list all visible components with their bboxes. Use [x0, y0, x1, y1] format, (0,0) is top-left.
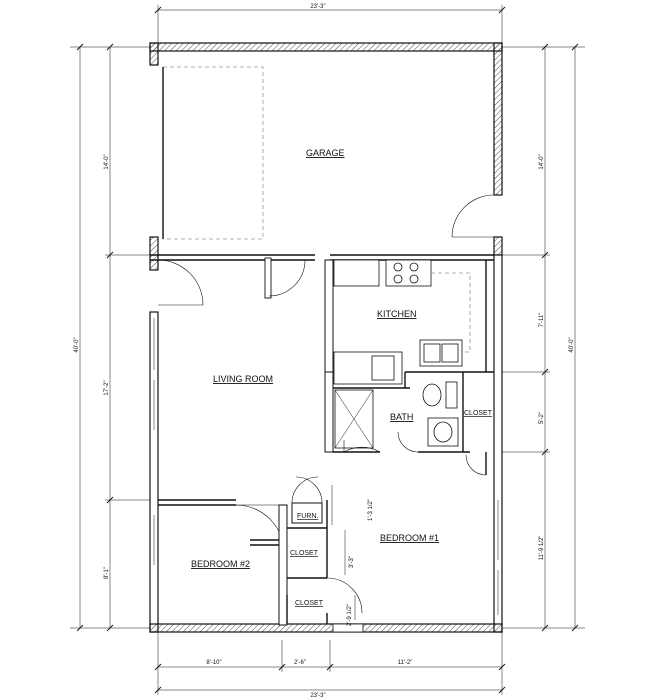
closet-bath-label: CLOSET — [464, 410, 493, 417]
closet-mid-label: CLOSET — [290, 550, 319, 557]
bath-area — [324, 371, 494, 476]
furnace-label: FURN. — [297, 513, 318, 520]
dim-bedroom1-right: 11'-9 1/2" — [539, 536, 545, 561]
kitchen-area — [324, 259, 487, 385]
dim-garage-right: 14'-0" — [539, 154, 545, 169]
garage-area — [150, 66, 495, 261]
dim-bottom-seg2: 2'-6" — [294, 660, 306, 666]
dim-bottom-seg3: 11'-2" — [398, 660, 413, 666]
dimension-labels: 23'-3" 23'-3" 8'-10" 2'-6" 11'-2" 40'-0"… — [74, 4, 575, 699]
dim-garage-left: 14'-0" — [104, 154, 110, 169]
dim-living-left: 17'-2" — [104, 380, 110, 395]
dim-furn: 1'-3 1/2" — [368, 499, 374, 521]
bath-label: BATH — [390, 412, 413, 422]
room-labels: GARAGE KITCHEN LIVING ROOM BATH CLOSET F… — [191, 148, 493, 607]
dim-bedroom2-left: 8'-1" — [104, 567, 110, 579]
dim-kitchen-right: 7'-11" — [539, 313, 545, 328]
dim-bottom-seg1: 8'-10" — [206, 660, 221, 666]
bedroom1-label: BEDROOM #1 — [380, 533, 439, 543]
living-room-label: LIVING ROOM — [213, 374, 273, 384]
closet-low-label: CLOSET — [295, 600, 324, 607]
bedroom2-label: BEDROOM #2 — [191, 559, 250, 569]
living-room-area — [157, 257, 306, 506]
dim-closet: 3'-3" — [349, 556, 355, 568]
dim-overall-width-bottom: 23'-3" — [310, 693, 325, 699]
dim-overall-depth-left: 40'-0" — [74, 337, 80, 352]
dim-overall-depth-right: 40'-0" — [569, 337, 575, 352]
garage-label: GARAGE — [306, 148, 345, 158]
dimension-lines — [70, 5, 585, 695]
dim-bath-right: 5'-2" — [539, 412, 545, 424]
kitchen-label: KITCHEN — [377, 309, 417, 319]
center-closets — [235, 476, 363, 626]
dim-closet-low: 2'-9 1/2" — [347, 604, 353, 626]
dim-overall-width-top: 23'-3" — [310, 4, 325, 10]
